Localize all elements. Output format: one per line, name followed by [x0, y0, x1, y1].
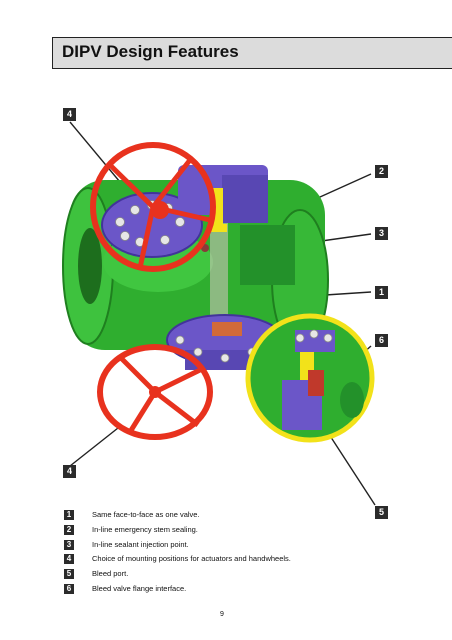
legend-number: 3 [64, 539, 74, 550]
legend-text: In-line sealant injection point. [92, 539, 189, 549]
callout-1: 1 [375, 286, 388, 299]
legend-number: 6 [64, 583, 74, 594]
lower-handwheel [97, 344, 213, 440]
legend-text: In-line emergency stem sealing. [92, 524, 198, 534]
callout-2: 2 [375, 165, 388, 178]
callout-5: 5 [375, 506, 388, 519]
title-bar: DIPV Design Features [52, 37, 452, 69]
page-number: 9 [220, 611, 224, 618]
upper-handwheel [90, 142, 216, 272]
page-title: DIPV Design Features [62, 42, 239, 61]
callout-3: 3 [375, 227, 388, 240]
legend-text: Bleed valve flange interface. [92, 583, 187, 593]
callout-4-top: 4 [63, 108, 76, 121]
legend-number: 2 [64, 524, 74, 535]
legend-number: 4 [64, 554, 74, 565]
legend-number: 5 [64, 569, 74, 580]
top-bonnet [101, 165, 268, 258]
legend-text: Same face-to-face as one valve. [92, 510, 200, 519]
bleed-port-detail [245, 313, 375, 443]
legend-text: Bleed port. [92, 569, 129, 579]
callout-4-bottom: 4 [63, 465, 76, 478]
callout-6: 6 [375, 334, 388, 347]
legend-text: Choice of mounting positions for actuato… [92, 554, 291, 564]
legend-number: 1 [64, 510, 74, 520]
